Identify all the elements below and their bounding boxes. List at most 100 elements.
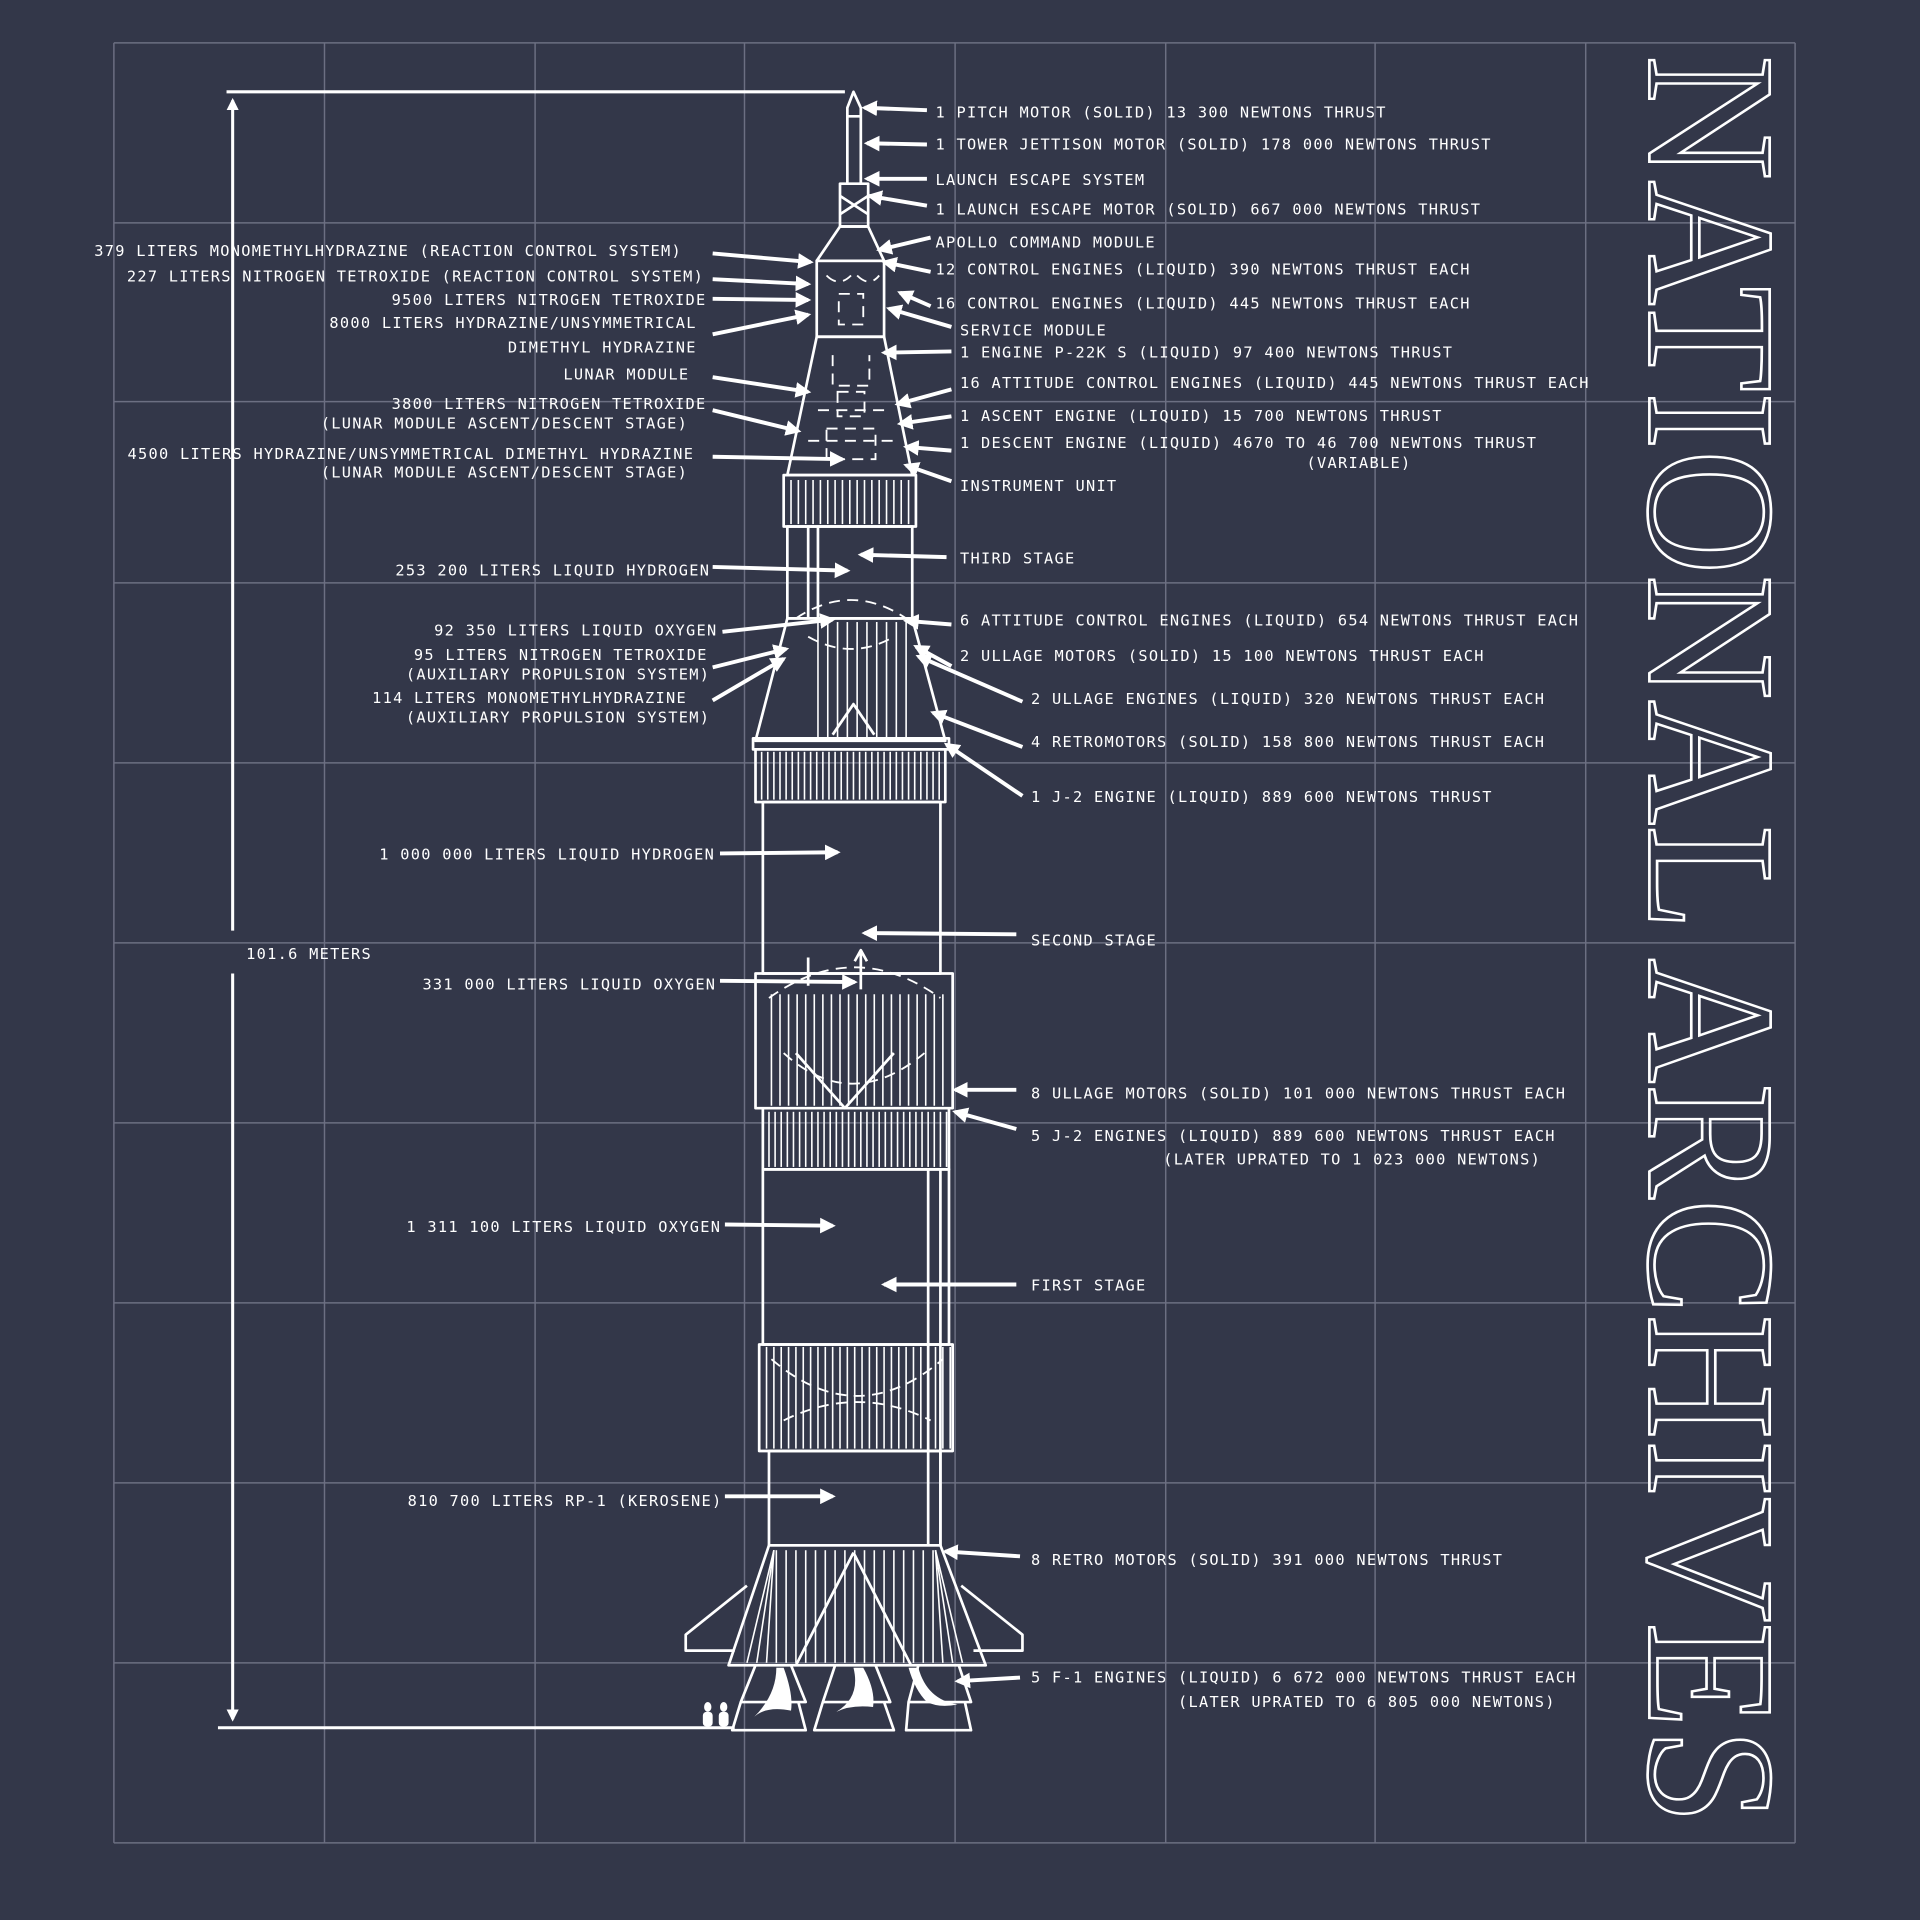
callout-arrow: [712, 309, 812, 337]
rib-line: [755, 1550, 775, 1663]
callout-arrow: [897, 290, 932, 308]
rib-line: [746, 1550, 775, 1664]
callout-arrow: [712, 408, 802, 436]
callout-label: 1 PITCH MOTOR (SOLID) 13 300 NEWTONS THR…: [936, 104, 1387, 122]
callout-arrow: [712, 644, 790, 670]
callout-arrow: [857, 547, 947, 563]
callout-label: 95 LITERS NITROGEN TETROXIDE: [414, 646, 708, 664]
callout-arrow: [861, 925, 1017, 941]
callout-arrow: [881, 256, 932, 274]
callout-label: 1 LAUNCH ESCAPE MOTOR (SOLID) 667 000 NE…: [936, 200, 1482, 218]
fin-left: [684, 1584, 748, 1652]
callout-label: DIMETHYL HYDRAZINE: [508, 339, 697, 357]
callout-label: (AUXILIARY PROPULSION SYSTEM): [406, 666, 710, 684]
callout-label: 5 F-1 ENGINES (LIQUID) 6 672 000 NEWTONS…: [1031, 1668, 1577, 1686]
callout-arrow: [894, 387, 952, 409]
rib-line: [765, 1550, 775, 1663]
callout-label: 8 RETRO MOTORS (SOLID) 391 000 NEWTONS T…: [1031, 1551, 1503, 1569]
callout-label: INSTRUMENT UNIT: [960, 477, 1117, 495]
callout-label: 4500 LITERS HYDRAZINE/UNSYMMETRICAL DIME…: [128, 445, 695, 463]
callout-label: 1 ENGINE P-22K S (LIQUID) 97 400 NEWTONS…: [960, 344, 1453, 362]
callout-label: 2 ULLAGE MOTORS (SOLID) 15 100 NEWTONS T…: [960, 647, 1485, 665]
fin-right: [960, 1584, 1024, 1652]
callout-label: 8 ULLAGE MOTORS (SOLID) 101 000 NEWTONS …: [1031, 1084, 1566, 1102]
callout-label: 1 DESCENT ENGINE (LIQUID) 4670 TO 46 700…: [960, 434, 1537, 452]
callout-label: 810 700 LITERS RP-1 (KEROSENE): [408, 1492, 723, 1510]
callout-label: 253 200 LITERS LIQUID HYDROGEN: [395, 562, 710, 580]
callout-label: 12 CONTROL ENGINES (LIQUID) 390 NEWTONS …: [936, 260, 1471, 278]
instrument-unit: [782, 473, 918, 528]
callout-arrow: [902, 614, 952, 630]
callout-label: FIRST STAGE: [1031, 1277, 1146, 1295]
rib-line: [934, 1550, 954, 1663]
callout-arrow: [952, 1107, 1017, 1131]
callout-label: 6 ATTITUDE CONTROL ENGINES (LIQUID) 654 …: [960, 612, 1579, 630]
callout-label: 92 350 LITERS LIQUID OXYGEN: [434, 622, 717, 640]
callout-label: 4 RETROMOTORS (SOLID) 158 800 NEWTONS TH…: [1031, 733, 1545, 751]
callout-arrow: [943, 742, 1024, 798]
height-dimension: 101.6 METERS: [217, 90, 845, 1730]
callout-arrow: [719, 974, 858, 990]
callout-label: 16 CONTROL ENGINES (LIQUID) 445 NEWTONS …: [936, 295, 1471, 313]
callout-label: (VARIABLE): [1307, 454, 1412, 472]
callout-arrow: [861, 100, 928, 117]
callout-arrow: [712, 251, 814, 269]
callout-label: (LATER UPRATED TO 6 805 000 NEWTONS): [1178, 1693, 1556, 1711]
intertank: [757, 1343, 954, 1453]
callout-label: 1 TOWER JETTISON MOTOR (SOLID) 178 000 N…: [936, 135, 1492, 153]
human-scale-figures-icon: [702, 1702, 729, 1727]
callout-arrow: [913, 644, 953, 668]
callout-label: 16 ATTITUDE CONTROL ENGINES (LIQUID) 445…: [960, 374, 1590, 392]
rib-lines: [746, 480, 964, 1664]
callout-arrow: [915, 654, 1024, 704]
callout-arrow: [930, 709, 1024, 749]
callout-label: 1 J-2 ENGINE (LIQUID) 889 600 NEWTONS TH…: [1031, 788, 1493, 806]
callout-arrow: [712, 275, 812, 292]
callout-label: 1 000 000 LITERS LIQUID HYDROGEN: [379, 846, 715, 864]
callout-arrow: [712, 375, 812, 398]
callout-label: 331 000 LITERS LIQUID OXYGEN: [422, 975, 716, 993]
callout-arrow: [880, 344, 952, 361]
callout-arrow: [863, 135, 927, 152]
blueprint-grid: [113, 42, 1796, 1844]
callout-arrow: [711, 657, 787, 703]
callout-label: LUNAR MODULE: [563, 366, 689, 384]
callout-label: 1 ASCENT ENGINE (LIQUID) 15 700 NEWTONS …: [960, 407, 1443, 425]
callout-label: 379 LITERS MONOMETHYLHYDRAZINE (REACTION…: [94, 242, 682, 260]
callout-label: 8000 LITERS HYDRAZINE/UNSYMMETRICAL: [329, 314, 696, 332]
callout-arrow: [902, 440, 952, 456]
callout-arrow: [724, 1217, 836, 1234]
callout-arrow: [712, 451, 846, 467]
callout-arrow: [885, 304, 952, 329]
national-archives-title: NATIONAL ARCHIVES: [1609, 55, 1813, 1824]
callout-label: (LUNAR MODULE ASCENT/DESCENT STAGE): [321, 415, 688, 433]
callout-label: 3800 LITERS NITROGEN TETROXIDE: [392, 395, 707, 413]
f1-engines: [730, 1664, 973, 1732]
callout-arrow: [876, 235, 932, 255]
callout-arrow: [942, 1544, 1021, 1561]
callout-label: 227 LITERS NITROGEN TETROXIDE (REACTION …: [127, 268, 704, 286]
saturn-v-rocket: [684, 90, 1024, 1732]
callout-label: APOLLO COMMAND MODULE: [936, 233, 1156, 251]
callout-arrow: [712, 292, 812, 308]
callout-arrow: [896, 414, 952, 430]
callout-label: 5 J-2 ENGINES (LIQUID) 889 600 NEWTONS T…: [1031, 1127, 1556, 1145]
callout-label: (LUNAR MODULE ASCENT/DESCENT STAGE): [321, 464, 688, 482]
callout-label: 114 LITERS MONOMETHYLHYDRAZINE: [372, 689, 687, 707]
callout-label: 9500 LITERS NITROGEN TETROXIDE: [392, 291, 707, 309]
callout-arrow: [903, 462, 953, 484]
callout-label: THIRD STAGE: [960, 549, 1075, 567]
left-callouts: 379 LITERS MONOMETHYLHYDRAZINE (REACTION…: [94, 242, 723, 1510]
rib-line: [934, 1550, 964, 1664]
rib-line: [934, 1550, 944, 1663]
callout-label: (LATER UPRATED TO 1 023 000 NEWTONS): [1163, 1150, 1541, 1168]
callout-arrow: [954, 1672, 1021, 1689]
callout-label: LAUNCH ESCAPE SYSTEM: [936, 171, 1146, 189]
callout-arrow: [719, 844, 841, 861]
callout-arrow: [866, 190, 928, 208]
callout-label: 1 311 100 LITERS LIQUID OXYGEN: [406, 1218, 721, 1236]
callout-arrows: [711, 100, 1024, 1689]
interstage-2-3: [754, 617, 947, 743]
callout-label: (AUXILIARY PROPULSION SYSTEM): [406, 708, 710, 726]
